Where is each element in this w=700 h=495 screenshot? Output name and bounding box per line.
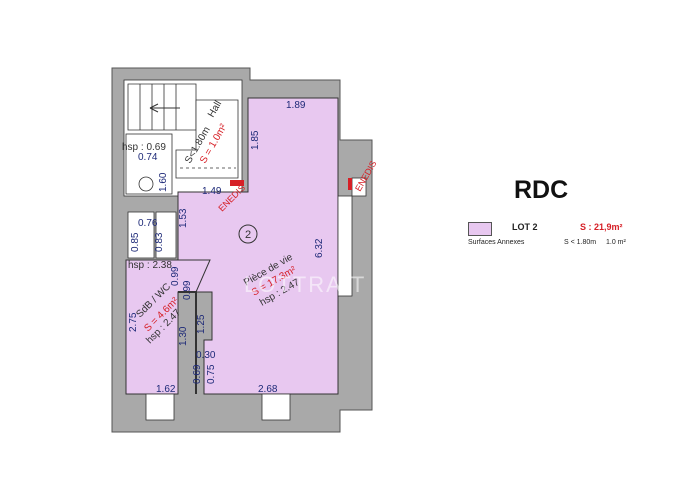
window-bottom-left bbox=[145, 393, 175, 421]
dim-0-99-a: 0.99 bbox=[170, 266, 181, 286]
dim-0-74: 0.74 bbox=[138, 152, 158, 163]
cupboard-2 bbox=[155, 211, 177, 259]
annex-value: 1.0 m² bbox=[606, 239, 626, 246]
dim-1-49: 1.49 bbox=[202, 186, 222, 197]
dim-0-75: 0.75 bbox=[206, 364, 217, 384]
dim-2-75: 2.75 bbox=[128, 312, 139, 332]
hall-room bbox=[175, 99, 239, 179]
boiler-symbol bbox=[138, 176, 154, 192]
dim-6-32: 6.32 bbox=[314, 238, 325, 258]
dim-1-85: 1.85 bbox=[250, 130, 261, 150]
lot-marker bbox=[238, 224, 258, 244]
window-bottom-right bbox=[261, 393, 291, 421]
enedis-marker bbox=[230, 180, 244, 186]
hsp-label-2: hsp : 2.38 bbox=[128, 260, 172, 271]
dim-1-60: 1.60 bbox=[158, 172, 169, 192]
dim-0-85: 0.85 bbox=[130, 232, 141, 252]
enedis-marker-2 bbox=[348, 178, 352, 190]
annex-label: Surfaces Annexes bbox=[468, 239, 525, 246]
legend-lot: LOT 2 S : 21,9m² bbox=[468, 222, 668, 236]
floor-plan: 2 Hall S<1.80m S = 1.0m² ENEDIS ENEDIS h… bbox=[111, 67, 378, 433]
window-right bbox=[337, 195, 353, 297]
dim-1-62: 1.62 bbox=[156, 384, 176, 395]
dim-2-68: 2.68 bbox=[258, 384, 278, 395]
dim-0-99-b: 0.99 bbox=[182, 280, 193, 300]
lot-color-swatch bbox=[468, 222, 492, 236]
lot-number: 2 bbox=[245, 229, 251, 241]
legend-surface: S : 21,9m² bbox=[580, 222, 623, 232]
annex-condition: S < 1.80m bbox=[564, 239, 597, 246]
divider-wall bbox=[178, 291, 197, 394]
dim-1-30: 1.30 bbox=[178, 326, 189, 346]
dim-0-69: 0.69 bbox=[192, 364, 203, 384]
watermark: LOTTRAIT bbox=[244, 272, 366, 297]
dim-1-53: 1.53 bbox=[178, 208, 189, 228]
dim-0-76: 0.76 bbox=[138, 218, 158, 229]
cupboard bbox=[127, 211, 155, 259]
dim-1-25: 1.25 bbox=[196, 314, 207, 334]
legend-lot-label: LOT 2 bbox=[512, 222, 538, 232]
dim-1-89: 1.89 bbox=[286, 100, 306, 111]
dim-0-30: 0.30 bbox=[196, 350, 216, 361]
hsp-label: hsp : 0.69 bbox=[122, 142, 166, 153]
level-title: RDC bbox=[514, 176, 569, 204]
dim-0-83: 0.83 bbox=[154, 232, 165, 252]
